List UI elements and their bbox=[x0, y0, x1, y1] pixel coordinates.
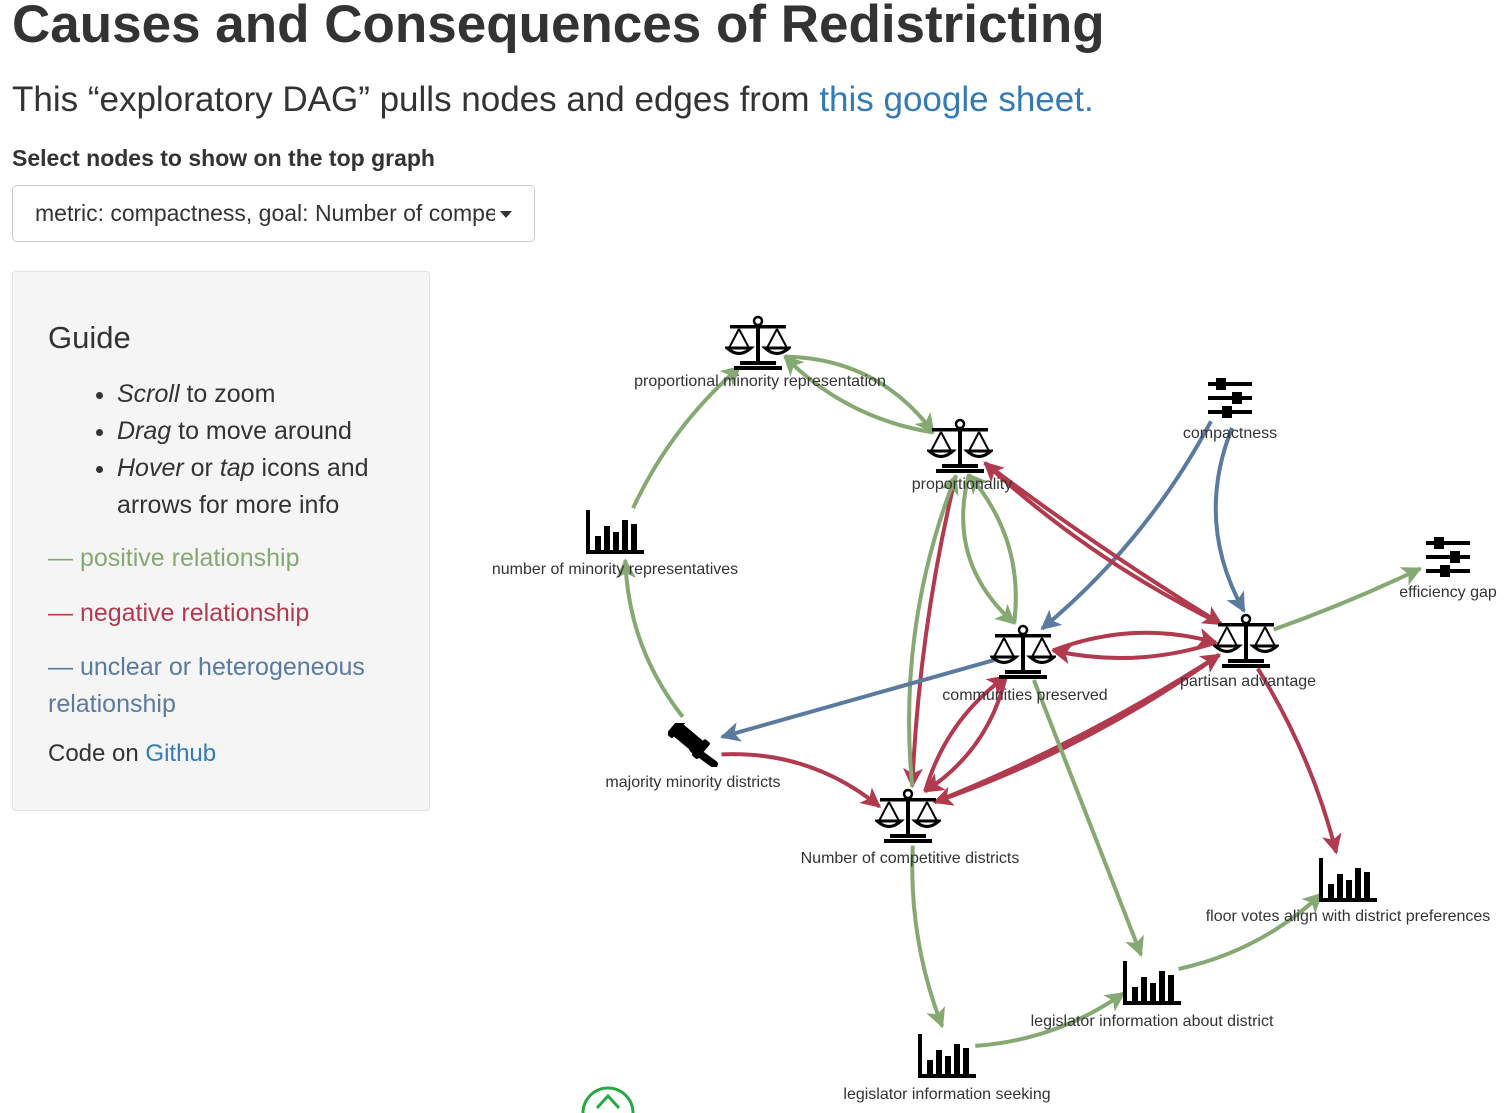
legend-positive: — positive relationship bbox=[48, 544, 300, 572]
scales-icon[interactable] bbox=[875, 788, 941, 844]
edge-pa-to-ncd-negative[interactable] bbox=[932, 653, 1221, 806]
edge-cp-to-pa-negative[interactable] bbox=[1052, 628, 1218, 653]
node-lis[interactable]: legislator information seeking bbox=[843, 1034, 1051, 1103]
chevron-up-icon bbox=[595, 1093, 621, 1110]
google-sheet-link[interactable]: this google sheet. bbox=[819, 80, 1094, 119]
legend-unclear: — unclear or heterogeneous relationship bbox=[48, 653, 365, 718]
code-line-text: Code on bbox=[48, 740, 146, 767]
guide-item-scroll-text: to zoom bbox=[179, 380, 276, 408]
node-ncd[interactable]: Number of competitive districts bbox=[801, 788, 1020, 867]
edge-cp-to-lia-positive[interactable] bbox=[1032, 679, 1144, 957]
node-label-lis: legislator information seeking bbox=[843, 1086, 1050, 1103]
intro-text: This “exploratory DAG” pulls nodes and e… bbox=[12, 80, 1094, 120]
node-label-nmr: number of minority representatives bbox=[492, 561, 738, 578]
node-nmr[interactable]: number of minority representatives bbox=[492, 510, 738, 578]
node-select-value: metric: compactness, goal: Number of com… bbox=[35, 200, 495, 226]
node-pmr[interactable]: proportional minority representation bbox=[634, 315, 886, 390]
node-mmd[interactable]: majority minority districts bbox=[605, 718, 781, 791]
edge-pa-to-fva-negative[interactable] bbox=[1256, 667, 1342, 855]
edge-mmd-to-nmr-positive[interactable] bbox=[615, 558, 685, 719]
intro-text-body: This “exploratory DAG” pulls nodes and e… bbox=[12, 80, 820, 119]
gavel-icon[interactable] bbox=[666, 718, 714, 765]
scales-icon[interactable] bbox=[725, 315, 791, 371]
node-label-ncd: Number of competitive districts bbox=[801, 850, 1020, 867]
node-select-dropdown[interactable]: metric: compactness, goal: Number of com… bbox=[12, 185, 535, 242]
edge-ncd-to-pa-negative[interactable] bbox=[933, 653, 1222, 805]
node-label-pa: partisan advantage bbox=[1180, 673, 1316, 690]
edge-prop-to-pmr-positive[interactable] bbox=[783, 355, 934, 435]
guide-title: Guide bbox=[48, 320, 131, 355]
guide-item-scroll: Scroll to zoom bbox=[117, 376, 417, 413]
node-select-label: Select nodes to show on the top graph bbox=[12, 145, 435, 171]
page-title: Causes and Consequences of Redistricting bbox=[12, 0, 1105, 54]
bar-chart-icon[interactable] bbox=[918, 1034, 976, 1078]
edge-cp-to-mmd-unclear[interactable] bbox=[719, 658, 995, 742]
edge-mmd-to-ncd-negative[interactable] bbox=[721, 752, 882, 809]
edge-nmr-to-pmr-positive[interactable] bbox=[631, 365, 742, 509]
caret-down-icon bbox=[500, 211, 512, 218]
edge-prop-to-ncd-negative[interactable] bbox=[903, 475, 958, 789]
guide-item-drag: Drag to move around bbox=[117, 413, 417, 450]
edge-pmr-to-prop-positive[interactable] bbox=[784, 354, 935, 434]
scales-icon[interactable] bbox=[927, 418, 993, 474]
node-lia[interactable]: legislator information about district bbox=[1031, 961, 1274, 1030]
node-cp[interactable]: communities preserved bbox=[942, 624, 1108, 704]
node-label-fva: floor votes align with district preferen… bbox=[1206, 908, 1491, 925]
node-prop[interactable]: proportionality bbox=[912, 418, 1013, 493]
bar-chart-icon[interactable] bbox=[1319, 858, 1377, 902]
guide-item-drag-text: to move around bbox=[171, 417, 352, 445]
edge-ncd-to-prop-positive[interactable] bbox=[907, 473, 959, 787]
sliders-icon[interactable] bbox=[1208, 378, 1252, 418]
guide-item-hover-text: icons and arrows for more info bbox=[117, 454, 369, 519]
legend-negative: — negative relationship bbox=[48, 599, 310, 627]
node-fva[interactable]: floor votes align with district preferen… bbox=[1206, 858, 1491, 925]
sliders-icon[interactable] bbox=[1426, 537, 1470, 577]
node-label-prop: proportionality bbox=[912, 476, 1013, 493]
guide-item-drag-em: Drag bbox=[117, 417, 172, 445]
node-label-pmr: proportional minority representation bbox=[634, 373, 886, 390]
edge-layer bbox=[615, 354, 1423, 1048]
node-layer: proportional minority representation prop… bbox=[492, 315, 1497, 1103]
edge-prop-to-pa-negative[interactable] bbox=[983, 461, 1223, 626]
edge-cp-to-prop-positive[interactable] bbox=[967, 473, 1018, 624]
edge-ncd-to-lis-positive[interactable] bbox=[910, 845, 946, 1029]
edge-pa-to-prop-negative[interactable] bbox=[983, 461, 1223, 626]
guide-item-scroll-em: Scroll bbox=[117, 380, 180, 408]
node-label-lia: legislator information about district bbox=[1031, 1013, 1274, 1030]
node-label-mmd: majority minority districts bbox=[605, 774, 780, 791]
node-pa[interactable]: partisan advantage bbox=[1180, 613, 1316, 690]
github-link[interactable]: Github bbox=[145, 740, 217, 767]
guide-item-hover: Hover or tap icons and arrows for more i… bbox=[117, 450, 417, 524]
edge-pa-to-cp-negative[interactable] bbox=[1051, 640, 1217, 665]
guide-panel: Guide Scroll to zoom Drag to move around… bbox=[12, 271, 430, 811]
guide-item-hover-em: Hover bbox=[117, 454, 184, 482]
bar-chart-icon[interactable] bbox=[1123, 961, 1181, 1005]
guide-instructions: Scroll to zoom Drag to move around Hover… bbox=[93, 376, 417, 524]
scales-icon[interactable] bbox=[990, 624, 1056, 680]
node-label-eg: efficiency gap bbox=[1399, 584, 1497, 601]
node-label-comp: compactness bbox=[1183, 425, 1277, 442]
node-eg[interactable]: efficiency gap bbox=[1399, 537, 1497, 601]
guide-item-hover-mid: or bbox=[183, 454, 220, 482]
node-comp[interactable]: compactness bbox=[1183, 378, 1277, 442]
edge-lia-to-fva-positive[interactable] bbox=[1178, 892, 1323, 971]
edge-lis-to-lia-positive[interactable] bbox=[975, 991, 1126, 1048]
edge-prop-to-cp-positive[interactable] bbox=[961, 474, 1016, 625]
scales-icon[interactable] bbox=[1213, 613, 1279, 669]
edge-comp-to-cp-unclear[interactable] bbox=[1040, 420, 1213, 631]
bar-chart-icon[interactable] bbox=[586, 510, 644, 554]
edge-ncd-to-cp-negative[interactable] bbox=[923, 674, 1008, 792]
code-line: Code on Github bbox=[48, 740, 216, 768]
node-label-cp: communities preserved bbox=[942, 687, 1107, 704]
edge-comp-to-pa-unclear[interactable] bbox=[1213, 427, 1246, 613]
guide-item-tap-em: tap bbox=[219, 454, 255, 482]
zoom-control[interactable] bbox=[581, 1086, 635, 1113]
edge-pa-to-eg-positive[interactable] bbox=[1273, 566, 1423, 632]
